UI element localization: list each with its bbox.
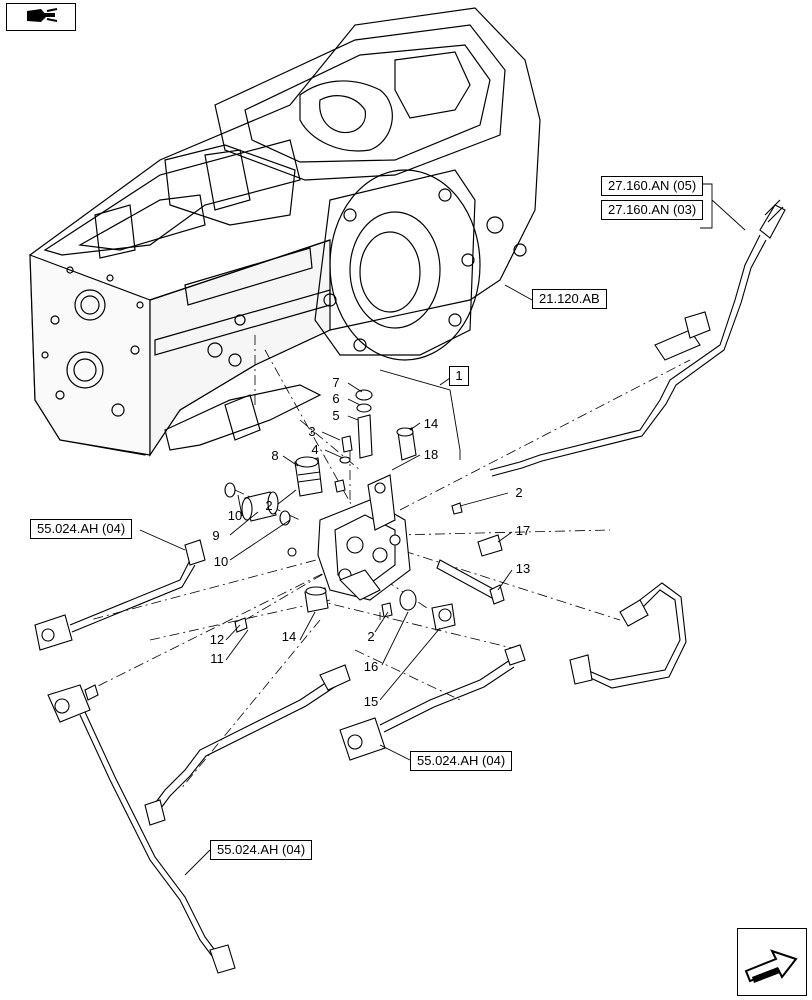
- reference-27-160-an-03[interactable]: 27.160.AN (03): [601, 200, 704, 220]
- callout-6: 6: [332, 391, 340, 406]
- sensors: [34, 539, 526, 974]
- transmission-housing: [29, 7, 541, 457]
- assembly-tag: 1: [449, 366, 469, 386]
- callout-12: 12: [209, 632, 225, 647]
- callout-3: 3: [308, 424, 316, 439]
- reference-21-120-ab[interactable]: 21.120.AB: [532, 289, 607, 309]
- callout-14-upper: 14: [423, 416, 439, 431]
- callout-8: 8: [271, 448, 279, 463]
- callout-9: 9: [212, 528, 220, 543]
- callout-17: 17: [515, 523, 531, 538]
- hydraulic-tubes: [144, 199, 786, 826]
- reference-55-024-ah-right[interactable]: 55.024.AH (04): [410, 751, 513, 771]
- reference-27-160-an-05[interactable]: 27.160.AN (05): [601, 176, 704, 196]
- callout-5: 5: [332, 408, 340, 423]
- book-hand-icon[interactable]: [6, 3, 76, 31]
- callout-2-right: 2: [515, 485, 523, 500]
- reference-55-024-ah-left[interactable]: 55.024.AH (04): [30, 519, 133, 539]
- callout-2-lower: 2: [367, 629, 375, 644]
- callout-16: 16: [363, 659, 379, 674]
- next-page-arrow-icon[interactable]: [737, 928, 807, 996]
- callout-13: 13: [515, 561, 531, 576]
- valve-assembly: [224, 389, 505, 633]
- callout-15: 15: [363, 694, 379, 709]
- reference-55-024-ah-bottom[interactable]: 55.024.AH (04): [210, 840, 313, 860]
- callout-14-lower: 14: [281, 629, 297, 644]
- callout-10-lower: 10: [213, 554, 229, 569]
- callout-11: 11: [210, 651, 224, 666]
- callout-10-upper: 10: [227, 508, 243, 523]
- callout-4: 4: [311, 442, 319, 457]
- leader-lines: [139, 183, 746, 876]
- callout-2-upper: 2: [265, 498, 273, 513]
- callout-7: 7: [332, 375, 340, 390]
- callout-18: 18: [423, 447, 439, 462]
